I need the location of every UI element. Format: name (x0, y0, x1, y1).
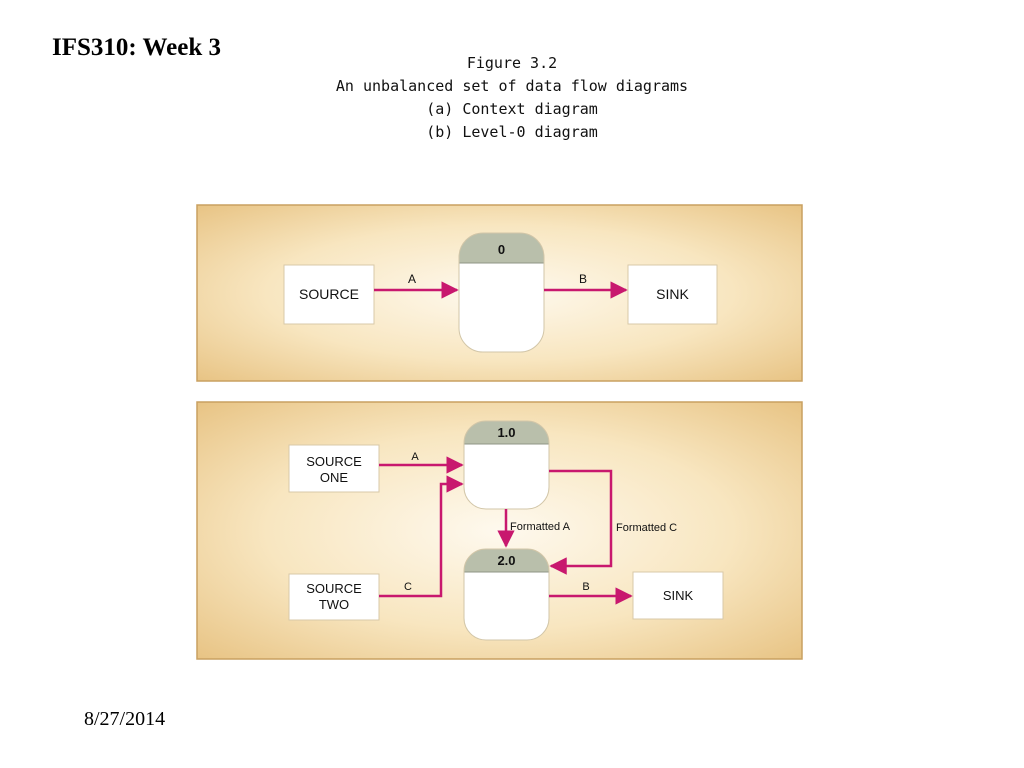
process-1-0-id: 1.0 (497, 425, 515, 440)
context-sink-label: SINK (656, 286, 689, 302)
process-1-0: 1.0 (463, 420, 550, 510)
level0-diagram-panel: SOURCE ONE SOURCE TWO 1.0 2.0 (196, 401, 803, 660)
caption-line-level0: (b) Level-0 diagram (426, 123, 598, 141)
source-one-entity: SOURCE ONE (288, 444, 380, 493)
context-flow-a: A (374, 272, 459, 299)
flow-a-label: A (411, 451, 419, 463)
process-2-0-id: 2.0 (497, 553, 515, 568)
caption-line-figure: Figure 3.2 (466, 54, 558, 72)
footer-date: 8/27/2014 (84, 708, 166, 730)
level0-sink-entity: SINK (632, 571, 724, 620)
flow-b-label: B (582, 581, 589, 593)
context-flow-b: B (544, 272, 628, 299)
source-two-label-line1: SOURCE (306, 581, 362, 596)
caption-line-context: (a) Context diagram (426, 100, 598, 118)
flow-formatted-a-label: Formatted A (510, 521, 571, 533)
context-diagram-panel: SOURCE 0 SINK A B (196, 204, 803, 382)
flow-formatted-c: Formatted C (549, 469, 677, 575)
context-process-0: 0 (458, 232, 545, 353)
level0-sink-label: SINK (663, 588, 694, 603)
context-process-id: 0 (498, 242, 505, 257)
context-source-entity: SOURCE (283, 264, 375, 325)
flow-c: C (379, 475, 464, 598)
flow-a: A (379, 451, 464, 474)
source-two-entity: SOURCE TWO (288, 573, 380, 621)
flow-b: B (549, 581, 633, 605)
process-2-0: 2.0 (463, 548, 550, 641)
flow-formatted-c-arrow (549, 469, 613, 575)
figure-caption: Figure 3.2 An unbalanced set of data flo… (262, 52, 762, 144)
source-one-label-line1: SOURCE (306, 454, 362, 469)
flow-formatted-a: Formatted A (497, 509, 571, 548)
source-two-label-line2: TWO (319, 597, 349, 612)
context-flow-b-label: B (579, 272, 587, 286)
caption-line-description: An unbalanced set of data flow diagrams (335, 77, 689, 95)
flow-c-label: C (404, 581, 412, 593)
flow-c-arrow (379, 475, 464, 598)
flow-formatted-c-label: Formatted C (616, 522, 677, 534)
context-flow-a-label: A (408, 272, 416, 286)
source-one-label-line2: ONE (320, 470, 349, 485)
slide-title: IFS310: Week 3 (52, 34, 221, 61)
context-source-label: SOURCE (299, 286, 359, 302)
context-sink-entity: SINK (627, 264, 718, 325)
